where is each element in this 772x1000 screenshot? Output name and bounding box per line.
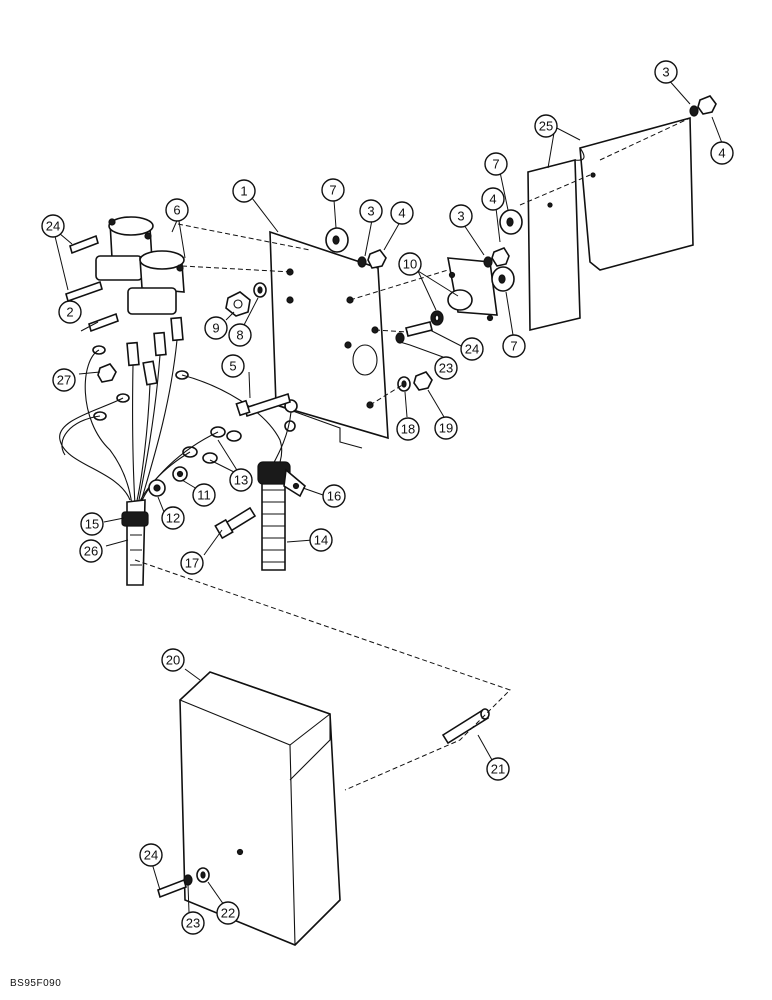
callout-10: 10 bbox=[398, 252, 422, 276]
callout-6: 6 bbox=[165, 198, 189, 222]
callout-20-label: 20 bbox=[166, 653, 180, 668]
callout-7-right-bottom: 7 bbox=[502, 334, 526, 358]
callout-14-label: 14 bbox=[314, 533, 328, 548]
callout-13-label: 13 bbox=[234, 473, 248, 488]
callout-3-right: 3 bbox=[449, 204, 473, 228]
callout-3-label: 3 bbox=[662, 65, 669, 80]
callout-15-label: 15 bbox=[85, 517, 99, 532]
callout-15: 15 bbox=[80, 512, 104, 536]
mounting-bracket bbox=[527, 116, 694, 332]
assembly-lines bbox=[134, 117, 691, 791]
callout-3-label: 3 bbox=[367, 204, 374, 219]
conduit-tube bbox=[257, 461, 306, 571]
callout-5: 5 bbox=[221, 354, 245, 378]
callout-27-label: 27 bbox=[57, 373, 71, 388]
callout-17-label: 17 bbox=[185, 556, 199, 571]
connector-terminals bbox=[92, 316, 298, 464]
callout-3-top-right: 3 bbox=[654, 60, 678, 84]
callout-7-top: 7 bbox=[321, 178, 345, 202]
callout-7-right-top: 7 bbox=[484, 152, 508, 176]
spacer-tube bbox=[441, 708, 490, 745]
callout-11: 11 bbox=[192, 483, 216, 507]
callout-8: 8 bbox=[228, 323, 252, 347]
callout-17: 17 bbox=[180, 551, 204, 575]
callout-25: 25 bbox=[534, 114, 558, 138]
hardware bbox=[65, 95, 717, 540]
callout-24-label: 24 bbox=[465, 342, 479, 357]
callout-23-bottom: 23 bbox=[181, 911, 205, 935]
callout-11-label: 11 bbox=[197, 488, 211, 503]
callout-2-label: 2 bbox=[66, 305, 73, 320]
wiring bbox=[59, 339, 292, 506]
callout-24-bottom: 24 bbox=[139, 843, 163, 867]
callout-27: 27 bbox=[52, 368, 76, 392]
callout-7-label: 7 bbox=[329, 183, 336, 198]
callout-26-label: 26 bbox=[84, 544, 98, 559]
cover bbox=[179, 671, 341, 946]
callout-23-right: 23 bbox=[434, 356, 458, 380]
cover-hardware bbox=[157, 867, 210, 899]
callout-18-label: 18 bbox=[401, 422, 415, 437]
callout-12-label: 12 bbox=[166, 511, 180, 526]
callout-4-label: 4 bbox=[398, 206, 405, 221]
callout-4-center: 4 bbox=[390, 201, 414, 225]
callout-21: 21 bbox=[486, 757, 510, 781]
figure-code: BS95F090 bbox=[10, 978, 62, 989]
callout-8-label: 8 bbox=[236, 328, 243, 343]
callout-3-label: 3 bbox=[457, 209, 464, 224]
callout-1-label: 1 bbox=[240, 184, 247, 199]
callout-4-right: 4 bbox=[481, 187, 505, 211]
callout-9: 9 bbox=[204, 316, 228, 340]
callout-22-label: 22 bbox=[221, 906, 235, 921]
callout-19-label: 19 bbox=[439, 421, 453, 436]
callout-25-label: 25 bbox=[539, 119, 553, 134]
mounting-plate bbox=[269, 230, 389, 449]
callout-21-label: 21 bbox=[491, 762, 505, 777]
callout-12: 12 bbox=[161, 506, 185, 530]
callout-5-label: 5 bbox=[229, 359, 236, 374]
callout-18: 18 bbox=[396, 417, 420, 441]
callout-3-center: 3 bbox=[359, 199, 383, 223]
callout-1: 1 bbox=[232, 179, 256, 203]
callout-13: 13 bbox=[229, 468, 253, 492]
callout-7-label: 7 bbox=[492, 157, 499, 172]
solenoid-pair bbox=[95, 216, 185, 315]
callout-7-label: 7 bbox=[510, 339, 517, 354]
callout-26: 26 bbox=[79, 539, 103, 563]
callout-4-top-right: 4 bbox=[710, 141, 734, 165]
callout-14: 14 bbox=[309, 528, 333, 552]
callout-9-label: 9 bbox=[212, 321, 219, 336]
callout-20: 20 bbox=[161, 648, 185, 672]
callout-24-left: 24 bbox=[41, 214, 65, 238]
callout-24-label: 24 bbox=[46, 219, 60, 234]
callout-2: 2 bbox=[58, 300, 82, 324]
callout-6-label: 6 bbox=[173, 203, 180, 218]
callout-4-label: 4 bbox=[718, 146, 725, 161]
callout-16: 16 bbox=[322, 484, 346, 508]
callout-23-label: 23 bbox=[439, 361, 453, 376]
callout-10-label: 10 bbox=[403, 257, 417, 272]
callout-16-label: 16 bbox=[327, 489, 341, 504]
callout-22: 22 bbox=[216, 901, 240, 925]
callout-23-label: 23 bbox=[186, 916, 200, 931]
callout-4-label: 4 bbox=[489, 192, 496, 207]
wire-harness bbox=[121, 499, 149, 586]
callout-24-right: 24 bbox=[460, 337, 484, 361]
callout-19: 19 bbox=[434, 416, 458, 440]
callout-24-label: 24 bbox=[144, 848, 158, 863]
